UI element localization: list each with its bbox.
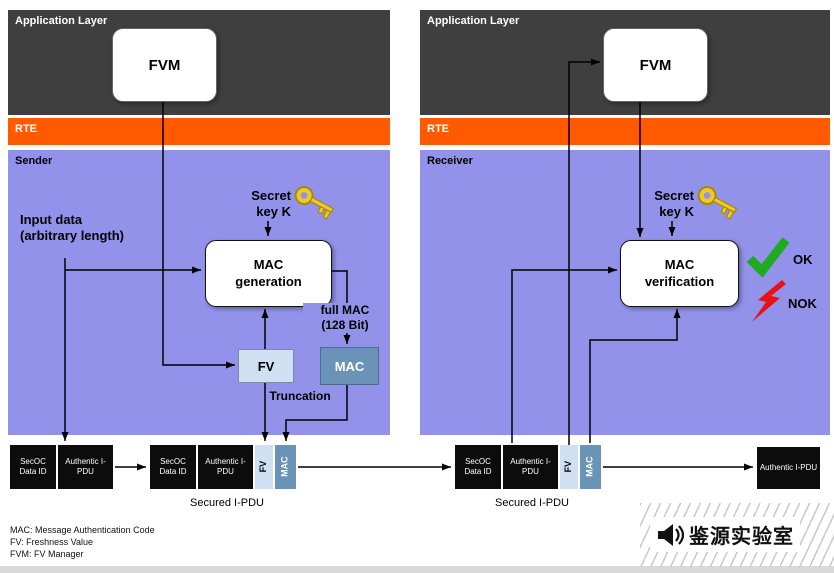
logo-text: 鉴源实验室 xyxy=(689,526,794,548)
legend: MAC: Message Authentication Code FV: Fre… xyxy=(10,524,155,560)
mac-generation-box: MAC generation xyxy=(205,240,332,307)
flow-fvfield-to-fvm-arrow xyxy=(568,58,600,445)
pdu-field-secoc-data-id: SecOC Data ID xyxy=(10,445,56,489)
bottom-bar xyxy=(0,566,834,573)
flow-data-to-macver-arrow xyxy=(511,266,617,443)
sender-application-layer-label: Application Layer xyxy=(15,15,108,27)
flow-truncation-arrow xyxy=(282,383,348,441)
secured-ipdu-caption: Secured I-PDU xyxy=(495,497,569,509)
mac-verification-box: MAC verification xyxy=(620,240,739,307)
legend-fvm: FVM: FV Manager xyxy=(10,549,84,559)
flow-macfield-to-macver-arrow xyxy=(589,309,681,443)
key-icon xyxy=(697,186,738,220)
full-mac-label: full MAC (128 Bit) xyxy=(303,303,387,333)
legend-mac: MAC: Message Authentication Code xyxy=(10,525,155,535)
nok-label: NOK xyxy=(788,296,817,311)
sender-rte-label: RTE xyxy=(15,123,37,135)
pdu-field-authentic-ipdu: Authentic I-PDU xyxy=(198,445,253,489)
receiver-fvm-box: FVM xyxy=(603,28,708,102)
pdu-field-fv: FV xyxy=(255,445,273,489)
flow-fvm-to-fv-arrow xyxy=(162,100,235,369)
receiver-secret-key-label: Secret key K xyxy=(654,188,694,220)
mac-box: MAC xyxy=(320,347,379,385)
legend-fv: FV: Freshness Value xyxy=(10,537,94,547)
pdu-field-authentic-ipdu: Authentic I-PDU xyxy=(503,445,558,489)
lightning-bolt-icon xyxy=(752,280,786,322)
sender-fvm-box: FVM xyxy=(112,28,217,102)
truncation-label: Truncation xyxy=(269,389,331,403)
megaphone-icon xyxy=(658,523,684,546)
fv-box: FV xyxy=(238,349,294,383)
input-data-label: Input data (arbitrary length) xyxy=(20,212,125,244)
pdu-field-authentic-ipdu: Authentic I-PDU xyxy=(58,445,113,489)
sender-secret-key-label: Secret key K xyxy=(251,188,291,220)
pdu-field-mac: MAC xyxy=(275,445,296,489)
key-icon xyxy=(294,186,335,220)
receiver-label: Receiver xyxy=(427,155,473,167)
receiver-application-layer-label: Application Layer xyxy=(427,15,520,27)
pdu-field-authentic-ipdu-output: Authentic I-PDU xyxy=(757,447,820,489)
secured-ipdu-caption: Secured I-PDU xyxy=(190,497,264,509)
pdu-field-secoc-data-id: SecOC Data ID xyxy=(455,445,501,489)
pdu-field-secoc-data-id: SecOC Data ID xyxy=(150,445,196,489)
receiver-rte-band: RTE xyxy=(420,118,830,145)
sender-label: Sender xyxy=(15,155,53,167)
sender-rte-band: RTE xyxy=(8,118,390,145)
logo: 鉴源实验室 xyxy=(650,517,800,552)
ok-label: OK xyxy=(793,252,813,267)
pdu-field-fv: FV xyxy=(560,445,578,489)
pdu-field-mac: MAC xyxy=(580,445,601,489)
sender-fvm-label: FVM xyxy=(148,56,181,74)
receiver-rte-label: RTE xyxy=(427,123,449,135)
receiver-fvm-label: FVM xyxy=(639,56,672,74)
check-icon xyxy=(746,237,790,278)
